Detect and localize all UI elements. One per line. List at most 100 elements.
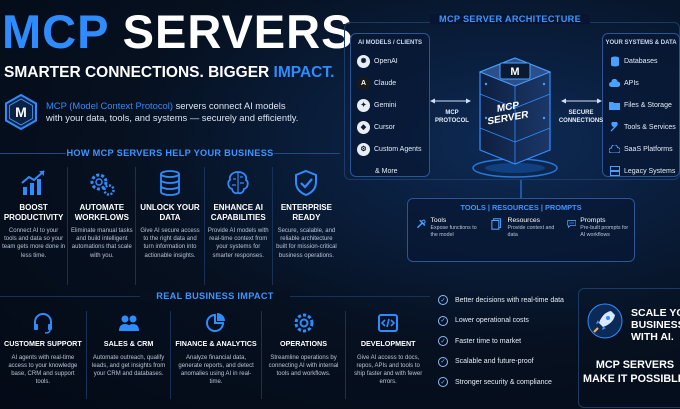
help-heading: HOW MCP SERVERS HELP YOUR BUSINESS xyxy=(66,148,274,158)
database-icon xyxy=(160,170,180,196)
check-icon: ✓ xyxy=(438,336,448,347)
help-item: AUTOMATE WORKFLOWS Eliminate manual task… xyxy=(68,167,137,285)
server-logo-letter: M xyxy=(510,66,519,78)
cloud-icon xyxy=(609,78,620,89)
help-item: ENHANCE AI CAPABILITIES Provide AI model… xyxy=(205,167,273,285)
tagline: SMARTER CONNECTIONS. BIGGER IMPACT. xyxy=(4,64,334,82)
intro-logo-letter: M xyxy=(15,104,27,120)
check-icon: ✓ xyxy=(438,356,448,367)
cursor-icon: ◆ xyxy=(357,120,370,134)
intro-text: MCP (Model Context Protocol) servers con… xyxy=(46,100,304,125)
client-gemini: ✦Gemini xyxy=(351,94,429,116)
intro-body: servers connect AI models with your data… xyxy=(46,99,299,124)
help-item: ENTERPRISE READY Secure, scalable, and r… xyxy=(273,167,340,285)
benefits-list: ✓Better decisions with real-time data ✓L… xyxy=(438,290,574,394)
database-small-icon xyxy=(609,56,620,67)
benefit-item: ✓Stronger security & compliance xyxy=(438,372,574,393)
cta-line4: MCP SERVERS xyxy=(595,359,675,371)
impact-item-desc: Give AI access to docs, repos, APIs and … xyxy=(354,355,423,385)
growth-chart-icon xyxy=(20,170,45,195)
impact-item-title: DEVELOPMENT xyxy=(360,339,416,348)
impact-item-desc: Streamline operations by connecting AI w… xyxy=(268,355,339,377)
openai-icon: ✺ xyxy=(357,54,370,68)
help-item-desc: Provide AI models with real-time context… xyxy=(207,228,269,259)
rocket-icon xyxy=(587,303,623,339)
system-databases: Databases xyxy=(603,50,679,72)
help-item-desc: Give AI secure access to the right data … xyxy=(140,228,200,259)
help-item-desc: Eliminate manual tasks and build intelli… xyxy=(70,228,133,259)
impact-item: OPERATIONS Streamline operations by conn… xyxy=(262,311,347,399)
impact-heading: REAL BUSINESS IMPACT xyxy=(140,291,290,301)
impact-item: CUSTOMER SUPPORT AI agents with real-tim… xyxy=(0,311,87,399)
impact-item-desc: AI agents with real-time access to your … xyxy=(8,355,78,385)
intro-box: M MCP (Model Context Protocol) servers c… xyxy=(4,90,304,134)
architecture-heading: MCP SERVER ARCHITECTURE xyxy=(430,14,590,24)
help-item-title: AUTOMATE WORKFLOWS xyxy=(74,203,129,222)
client-openai: ✺OpenAI xyxy=(351,50,429,72)
mcp-server-graphic: M xyxy=(472,57,558,178)
impact-item-desc: Automate outreach, qualify leads, and ge… xyxy=(91,355,166,377)
shield-check-icon xyxy=(295,169,318,197)
help-item-title: UNLOCK YOUR DATA xyxy=(140,203,200,222)
check-icon: ✓ xyxy=(438,295,448,306)
check-icon: ✓ xyxy=(438,315,448,326)
cloud-saas-icon xyxy=(609,144,620,155)
chat-icon xyxy=(566,220,576,229)
impact-item-title: OPERATIONS xyxy=(280,339,328,348)
impact-item: DEVELOPMENT Give AI access to docs, repo… xyxy=(346,311,430,399)
benefit-item: ✓Scalable and future-proof xyxy=(438,352,574,373)
impact-item-title: FINANCE & ANALYTICS xyxy=(175,339,257,348)
systems-panel: YOUR SYSTEMS & DATA Databases APIs Files… xyxy=(602,33,680,177)
system-apis: APIs xyxy=(603,72,679,94)
code-icon xyxy=(378,314,399,332)
check-icon: ✓ xyxy=(438,377,448,388)
impact-section: REAL BUSINESS IMPACT CUSTOMER SUPPORT AI… xyxy=(0,291,430,408)
headset-icon xyxy=(33,313,52,334)
impact-item-title: CUSTOMER SUPPORT xyxy=(4,339,82,348)
brain-icon xyxy=(227,171,249,195)
help-item-desc: Secure, scalable, and reliable architect… xyxy=(276,228,337,259)
benefit-item: ✓Faster time to market xyxy=(438,331,574,352)
impact-item-title: SALES & CRM xyxy=(103,339,154,348)
gear-icon xyxy=(294,313,314,333)
system-files: Files & Storage xyxy=(603,94,679,116)
anthropic-icon: A xyxy=(357,76,370,90)
connection-arrows xyxy=(430,98,602,104)
tagline-part1: SMARTER CONNECTIONS. BIGGER xyxy=(4,64,270,81)
benefit-item: ✓Better decisions with real-time data xyxy=(438,290,574,311)
client-cursor: ◆Cursor xyxy=(351,116,429,138)
people-icon xyxy=(118,315,139,331)
help-item-title: ENTERPRISE READY xyxy=(280,203,332,222)
page-title: MCP SERVERS xyxy=(2,4,353,60)
title-word-servers: SERVERS xyxy=(122,5,354,58)
help-item-title: ENHANCE AI CAPABILITIES xyxy=(210,203,266,222)
system-tools: Tools & Services xyxy=(603,116,679,138)
tools-heading: TOOLS | RESOURCES | PROMPTS xyxy=(460,203,582,212)
secure-connections-label: SECURE CONNECTIONS xyxy=(558,110,604,124)
server-icon xyxy=(609,166,620,177)
down-connector xyxy=(520,180,522,198)
divider-right xyxy=(274,153,340,154)
help-item: BOOST PRODUCTIVITY Connect AI to your to… xyxy=(0,167,69,285)
help-item-desc: Connect AI to your tools and data so you… xyxy=(2,228,66,259)
cta-line3: WITH AI. xyxy=(631,331,674,343)
tools-icon xyxy=(416,219,426,229)
cta-line5: MAKE IT POSSIBLE. xyxy=(583,373,680,385)
systems-title: YOUR SYSTEMS & DATA xyxy=(605,40,677,46)
tagline-part2: IMPACT. xyxy=(273,64,335,81)
system-saas: SaaS Platforms xyxy=(603,138,679,160)
wrench-icon xyxy=(609,122,620,133)
help-item-title: BOOST PRODUCTIVITY xyxy=(3,203,64,222)
agent-icon: ⚙ xyxy=(357,142,370,156)
cta-line1: SCALE YOUR xyxy=(631,307,680,319)
impact-item-desc: Analyze financial data, generate reports… xyxy=(178,355,254,385)
gemini-icon: ✦ xyxy=(357,98,370,112)
folder-icon xyxy=(609,100,620,111)
client-custom-agents: ⚙Custom Agents xyxy=(351,138,429,160)
